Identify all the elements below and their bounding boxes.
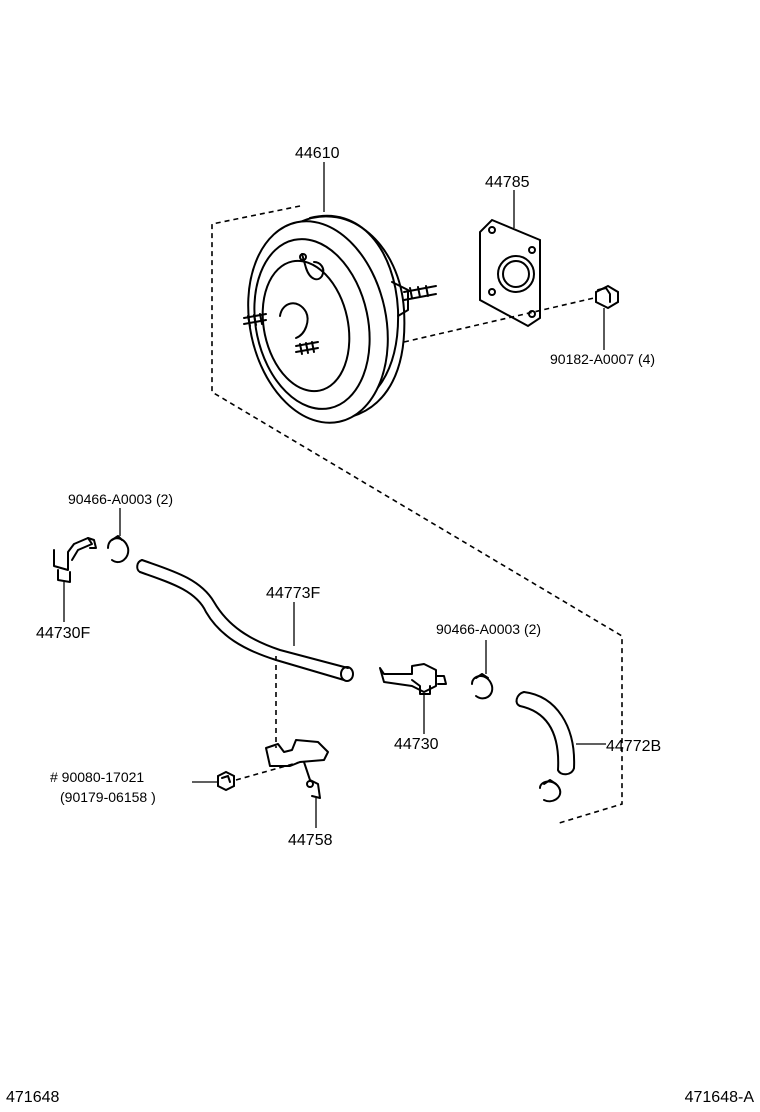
diagram-code-right: 471648-A [685,1089,755,1106]
booster-gasket[interactable] [479,218,541,328]
hose-clamp-bottom[interactable] [539,779,562,803]
flange-nut[interactable] [595,284,619,310]
label-hose-right: 44772B [606,738,661,755]
label-union: 44730F [36,625,90,642]
label-gasket: 44785 [485,174,530,191]
bracket-bolt[interactable] [217,770,235,792]
label-clamp-right: 90466-A0003 (2) [436,621,541,637]
label-bolt-primary: # 90080-17021 [50,769,144,785]
check-valve[interactable] [379,663,447,695]
vacuum-hose-right[interactable] [515,691,576,776]
union-fitting[interactable] [53,537,97,583]
hose-clamp-left[interactable] [107,535,130,564]
vacuum-hose-main[interactable] [136,559,354,682]
label-check-valve: 44730 [394,736,439,753]
label-bolt-alt: (90179-06158 ) [60,789,156,805]
hose-bracket[interactable] [265,739,329,799]
diagram-code-left: 471648 [6,1089,59,1106]
label-booster: 44610 [295,145,340,162]
label-hose-main: 44773F [266,585,320,602]
brake-booster[interactable] [230,208,437,436]
hose-clamp-right[interactable] [471,673,494,700]
label-nut: 90182-A0007 (4) [550,351,655,367]
label-bracket: 44758 [288,832,333,849]
label-clamp-left: 90466-A0003 (2) [68,491,173,507]
